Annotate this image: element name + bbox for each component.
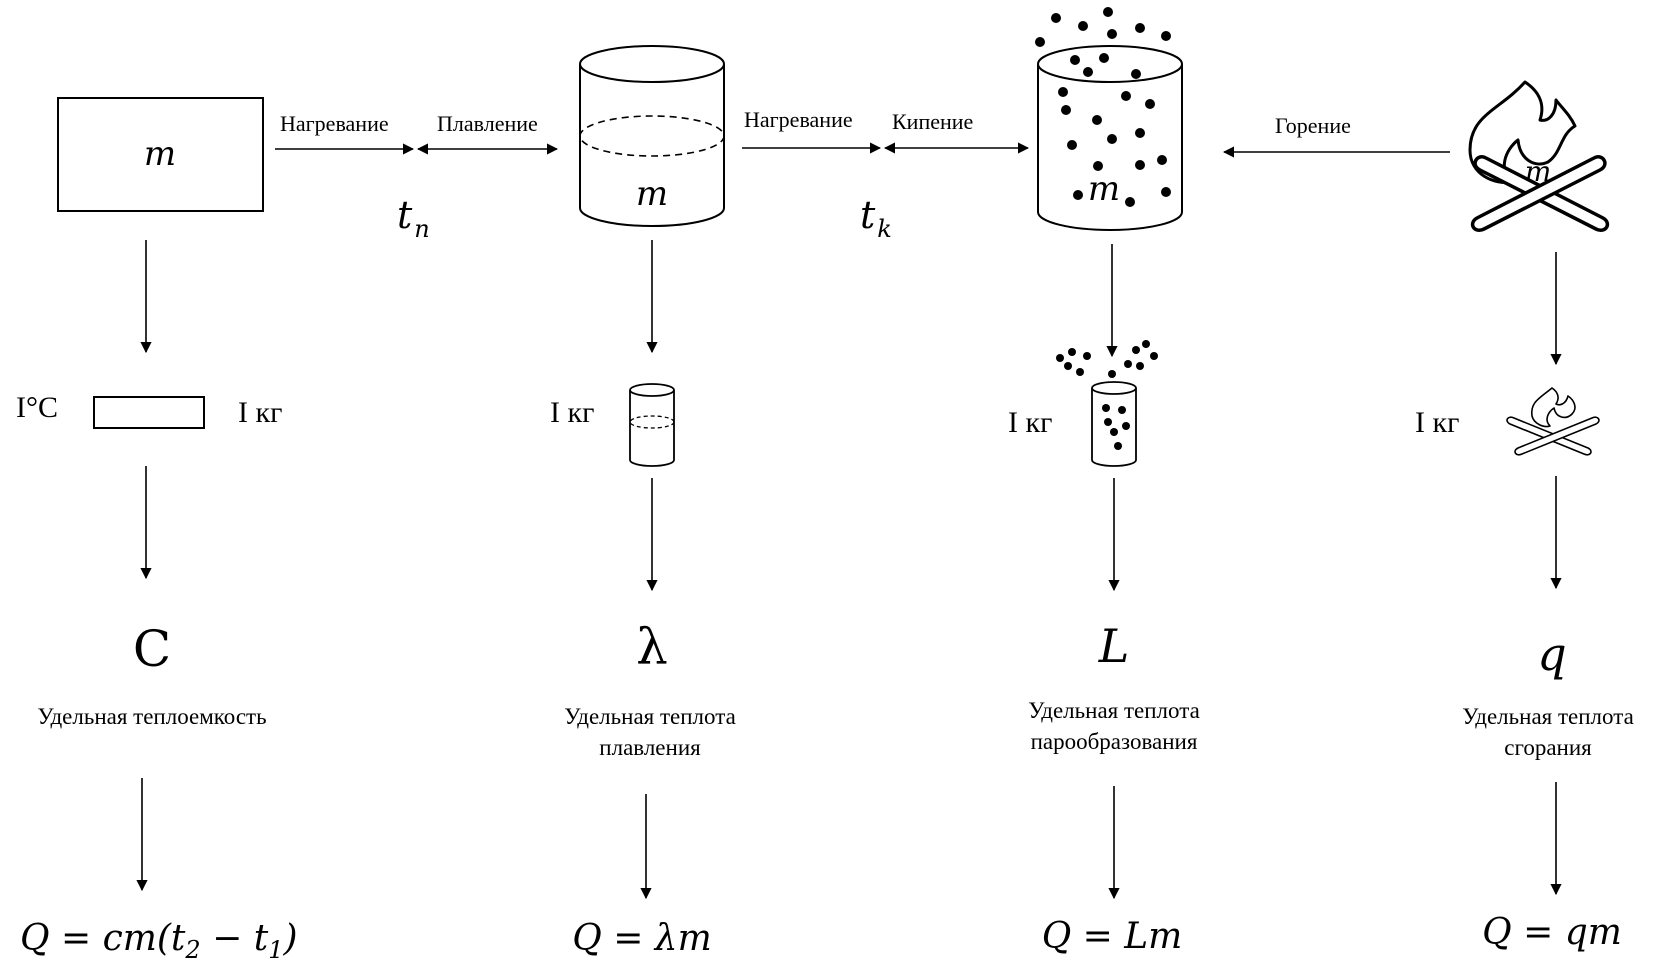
solid-block-icon (57, 97, 264, 212)
unit-mass-label-col1: I кг (238, 396, 282, 429)
small-vapor-cylinder-icon (1056, 340, 1158, 467)
symbol-heat-of-vaporization: L (1098, 619, 1130, 673)
melting-label: Плавление (437, 111, 538, 136)
unit-mass-label-col2: I кг (550, 396, 594, 429)
small-campfire-icon (1506, 387, 1600, 456)
liquid-cylinder-icon (579, 45, 725, 227)
heating-label-1: Нагревание (280, 111, 389, 136)
unit-mass-label-col3: I кг (1008, 406, 1052, 439)
burning-label: Горение (1275, 113, 1351, 138)
desc-col2-line2: плавления (599, 735, 701, 760)
solid-mass-label: m (144, 134, 176, 174)
desc-col3-line1: Удельная теплота (1028, 698, 1200, 723)
symbol-heat-of-fusion: λ (636, 618, 668, 676)
boiling-label: Кипение (892, 109, 973, 134)
formula-combustion: Q = qm (1482, 912, 1622, 953)
liquid-mass-label: m (636, 174, 668, 214)
vapor-mass-label: m (1088, 169, 1120, 209)
small-liquid-cylinder-icon (629, 383, 675, 467)
one-degree-label: I°C (16, 391, 58, 424)
desc-col3-line2: парообразования (1031, 729, 1198, 754)
symbol-heat-of-combustion: q (1537, 627, 1566, 681)
vapor-particles (1035, 7, 1171, 207)
formula-melting: Q = λm (572, 918, 712, 959)
unit-block-icon (93, 396, 205, 429)
boiling-temp-label: tk (860, 193, 892, 243)
unit-mass-label-col4: I кг (1415, 406, 1459, 439)
formula-heating: Q = cm(t2 − t1) (20, 918, 298, 964)
desc-col4-line1: Удельная теплота (1462, 704, 1634, 729)
desc-col2-line1: Удельная теплота (564, 704, 736, 729)
desc-col1-line1: Удельная теплоемкость (37, 704, 266, 729)
melting-temp-label: tn (397, 193, 430, 243)
symbol-heat-capacity: C (133, 620, 171, 678)
desc-col4-line2: сгорания (1504, 735, 1592, 760)
vapor-cylinder-icon (1035, 7, 1183, 231)
fuel-mass-label: m (1525, 155, 1552, 188)
heating-label-2: Нагревание (744, 107, 853, 132)
formula-vaporization: Q = Lm (1042, 916, 1183, 957)
campfire-icon (1468, 80, 1610, 232)
